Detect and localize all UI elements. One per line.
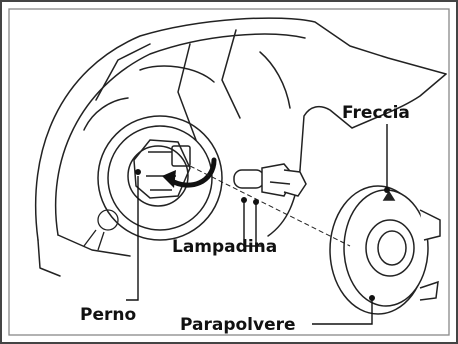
label-lampadina: Lampadina [172, 237, 277, 257]
housing-clip [84, 210, 118, 250]
freccia-dot [384, 187, 390, 193]
label-parapolvere: Parapolvere [180, 315, 296, 335]
label-perno: Perno [80, 305, 136, 325]
curved-arrow-icon [170, 160, 214, 185]
dust-cover [330, 186, 440, 314]
perno-dot [135, 169, 141, 175]
label-freccia: Freccia [342, 103, 410, 123]
bulb [234, 164, 306, 196]
lampadina-dot-2 [253, 199, 259, 205]
lampadina-dot-1 [241, 197, 247, 203]
parapolvere-dot [369, 295, 375, 301]
arrow-head-icon [162, 170, 176, 188]
